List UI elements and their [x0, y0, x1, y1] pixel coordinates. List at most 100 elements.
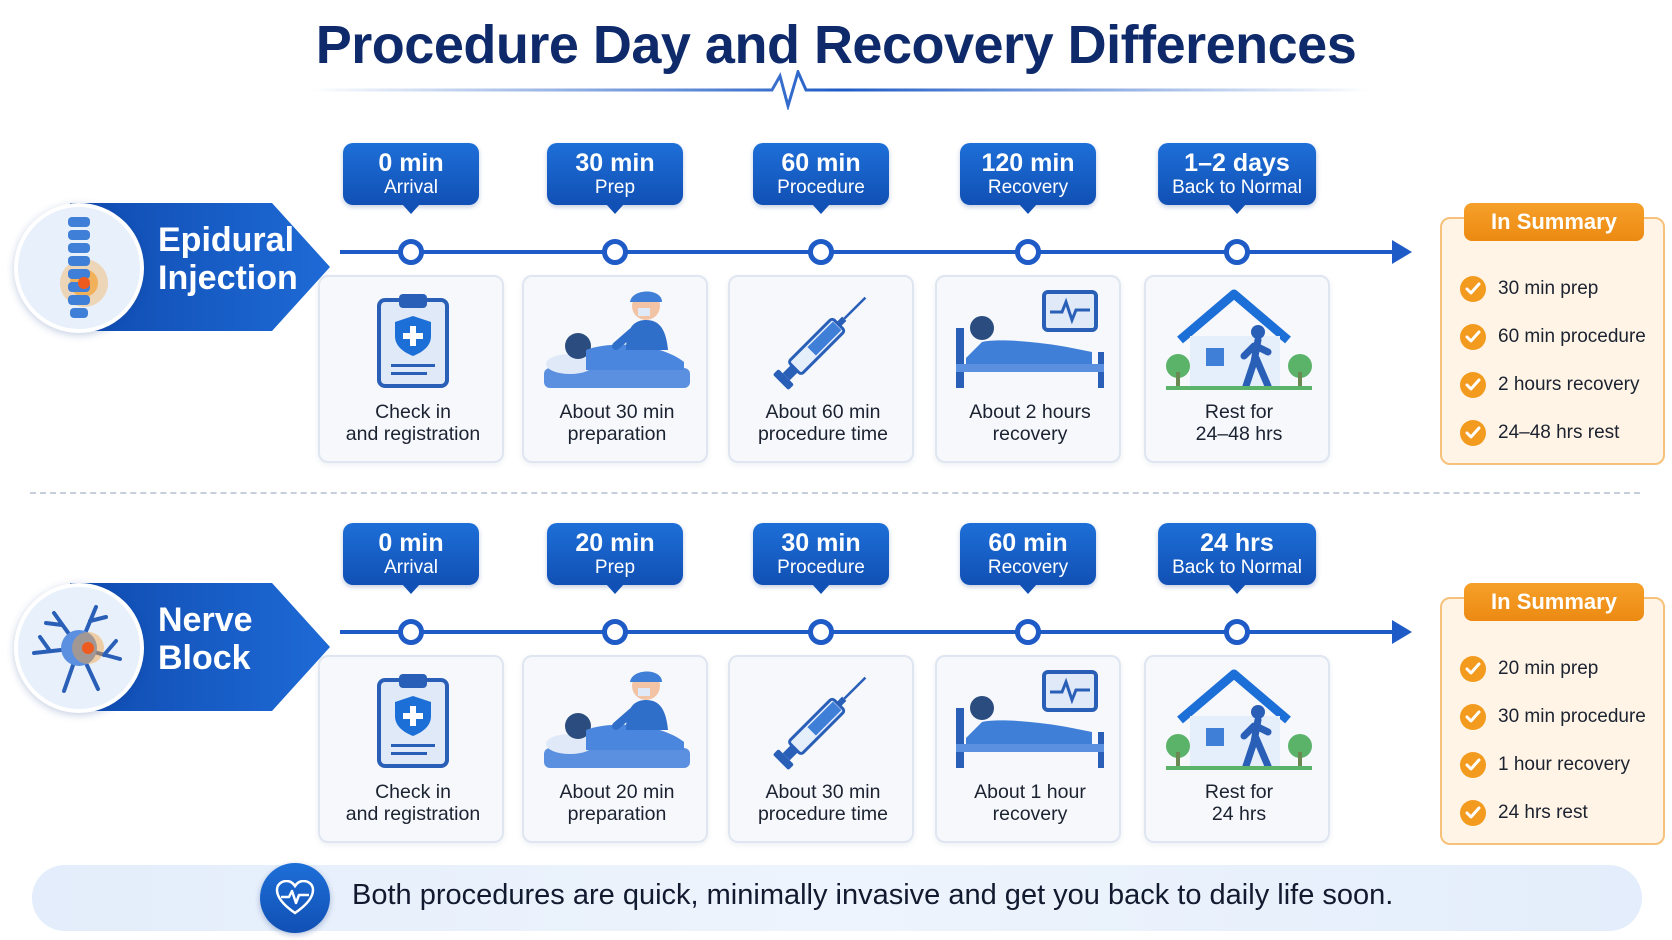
stage-description-line2: recovery — [992, 423, 1068, 445]
check-icon — [1460, 752, 1486, 778]
page-title: Procedure Day and Recovery Differences — [315, 15, 1357, 75]
summary-panel: In Summary 20 min prep 30 min procedure … — [1440, 583, 1665, 845]
summary-list: 30 min prep 60 min procedure 2 hours rec… — [1460, 265, 1665, 457]
procedure-name: Epidural Injection — [158, 221, 318, 297]
stage-badge: 0 min Arrival — [343, 523, 479, 594]
stage-description-line1: Rest for — [1204, 781, 1274, 803]
check-icon — [1460, 276, 1486, 302]
summary-item-text: 60 min procedure — [1498, 326, 1646, 347]
summary-item: 24–48 hrs rest — [1460, 409, 1665, 457]
stage-description: About 60 min procedure time — [734, 401, 912, 445]
timeline-line — [340, 630, 1400, 634]
syringe-icon — [738, 285, 908, 395]
stage-time: 30 min — [781, 529, 861, 557]
stage-description-line1: About 30 min — [765, 781, 881, 803]
stage-card: Check in and registration — [318, 655, 504, 843]
timeline-node — [602, 239, 628, 265]
summary-item: 1 hour recovery — [1460, 741, 1665, 789]
timeline-node — [1015, 239, 1041, 265]
stage-time: 1–2 days — [1184, 149, 1290, 177]
stage-description: About 2 hours recovery — [941, 401, 1119, 445]
stage-description-line2: and registration — [345, 803, 481, 825]
stage-description-line1: About 20 min — [559, 781, 675, 803]
summary-item-text: 30 min procedure — [1498, 706, 1646, 727]
home-walk-icon — [1154, 665, 1324, 775]
clipboard-icon — [328, 665, 498, 775]
stage-time: 0 min — [378, 149, 444, 177]
spine-icon — [14, 203, 144, 333]
timeline-node — [1224, 239, 1250, 265]
stage-badge: 30 min Prep — [547, 143, 683, 214]
stage-description-line1: About 30 min — [559, 401, 675, 423]
summary-item: 2 hours recovery — [1460, 361, 1665, 409]
stage-badge: 0 min Arrival — [343, 143, 479, 214]
check-icon — [1460, 372, 1486, 398]
stage-card: About 20 min preparation — [522, 655, 708, 843]
stage-time: 120 min — [981, 149, 1075, 177]
footer-banner: Both procedures are quick, minimally inv… — [32, 863, 1642, 933]
stage-description: Rest for 24–48 hrs — [1150, 401, 1328, 445]
stage-time: 24 hrs — [1200, 529, 1274, 557]
stage-description: About 30 min procedure time — [734, 781, 912, 825]
stage-description-line1: Check in — [375, 781, 451, 803]
timeline-node — [1015, 619, 1041, 645]
summary-title: In Summary — [1464, 203, 1644, 241]
stage-badge: 20 min Prep — [547, 523, 683, 594]
stage-label: Prep — [594, 177, 636, 198]
stage-label: Recovery — [987, 177, 1069, 198]
stage-description-line1: Rest for — [1204, 401, 1274, 423]
procedure-name-line1: Epidural — [158, 221, 295, 259]
stage-card: About 60 min procedure time — [728, 275, 914, 463]
summary-item-text: 20 min prep — [1498, 658, 1599, 679]
syringe-icon — [738, 665, 908, 775]
epidural-section: Epidural Injection 0 min Arrival Check i… — [0, 135, 1672, 495]
summary-item-text: 24–48 hrs rest — [1498, 422, 1620, 443]
stage-label: Arrival — [384, 177, 438, 198]
timeline-node — [398, 619, 424, 645]
stage-description-line2: procedure time — [757, 803, 889, 825]
check-icon — [1460, 656, 1486, 682]
stage-label: Back to Normal — [1172, 557, 1302, 578]
stage-badge: 60 min Procedure — [753, 143, 889, 214]
stage-card: About 2 hours recovery — [935, 275, 1121, 463]
clipboard-icon — [328, 285, 498, 395]
procedure-label: Nerve Block — [10, 577, 335, 717]
summary-list: 20 min prep 30 min procedure 1 hour reco… — [1460, 645, 1665, 837]
stage-time: 20 min — [575, 529, 655, 557]
nurse-patient-icon — [532, 285, 702, 395]
stage-label: Arrival — [384, 557, 438, 578]
nerve-icon — [14, 583, 144, 713]
recovery-bed-icon — [945, 665, 1115, 775]
stage-description: Check in and registration — [324, 781, 502, 825]
procedure-name-line2: Block — [158, 639, 251, 677]
stage-description-line2: and registration — [345, 423, 481, 445]
summary-item: 60 min procedure — [1460, 313, 1665, 361]
stage-label: Procedure — [777, 557, 865, 578]
stage-badge: 30 min Procedure — [753, 523, 889, 594]
timeline-line — [340, 250, 1400, 254]
timeline-node — [398, 239, 424, 265]
stage-description: Check in and registration — [324, 401, 502, 445]
stage-time: 60 min — [781, 149, 861, 177]
summary-title: In Summary — [1464, 583, 1644, 621]
summary-item-text: 2 hours recovery — [1498, 374, 1640, 395]
stage-description-line2: 24–48 hrs — [1195, 423, 1283, 445]
check-icon — [1460, 704, 1486, 730]
stage-card: Rest for 24–48 hrs — [1144, 275, 1330, 463]
footer-message: Both procedures are quick, minimally inv… — [352, 879, 1394, 911]
summary-item: 30 min prep — [1460, 265, 1665, 313]
nerve-block-section: Nerve Block 0 min Arrival Check in and r… — [0, 515, 1672, 875]
stage-description-line1: Check in — [375, 401, 451, 423]
stage-description: Rest for 24 hrs — [1150, 781, 1328, 825]
stage-time: 60 min — [988, 529, 1068, 557]
summary-item: 24 hrs rest — [1460, 789, 1665, 837]
home-walk-icon — [1154, 285, 1324, 395]
stage-description: About 30 min preparation — [528, 401, 706, 445]
stage-card: About 30 min procedure time — [728, 655, 914, 843]
stage-badge: 1–2 days Back to Normal — [1158, 143, 1316, 214]
check-icon — [1460, 800, 1486, 826]
stage-description-line1: About 1 hour — [974, 781, 1086, 803]
stage-label: Procedure — [777, 177, 865, 198]
summary-item: 30 min procedure — [1460, 693, 1665, 741]
stage-badge: 24 hrs Back to Normal — [1158, 523, 1316, 594]
